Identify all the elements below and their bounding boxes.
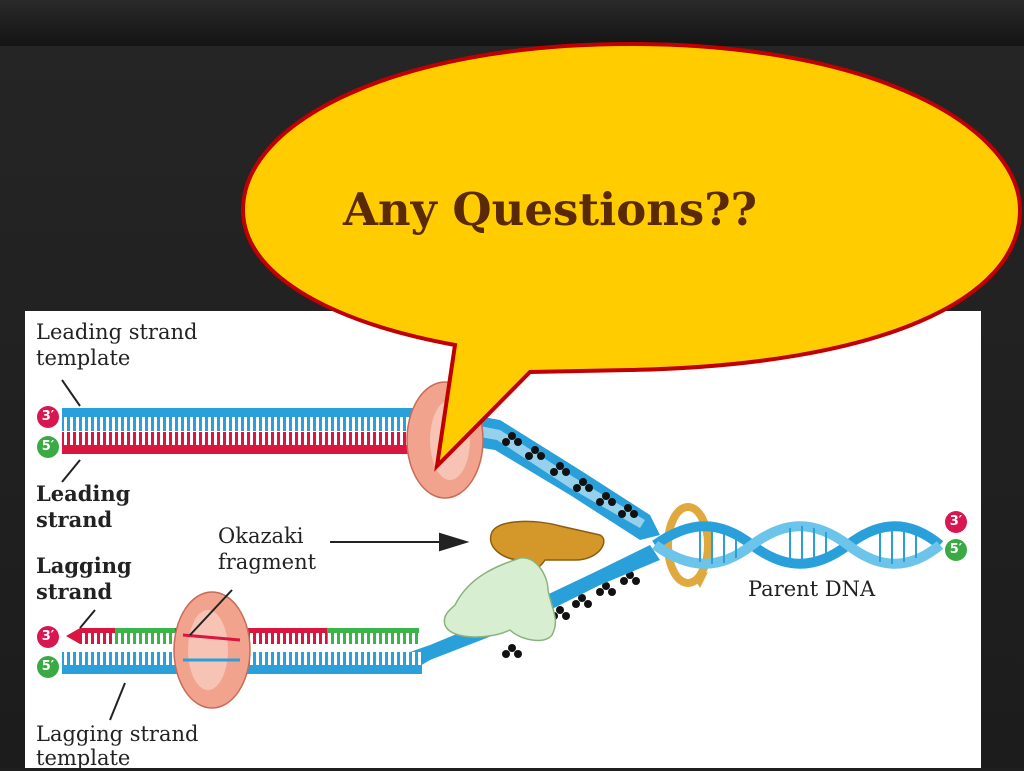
leading-strand: [62, 432, 432, 454]
speech-bubble: [240, 41, 1023, 472]
bubble-text: Any Questions??: [342, 183, 757, 236]
slide-top-band: [0, 0, 1024, 46]
leading-strand-label-line2: strand: [36, 507, 113, 532]
parent-dna-label: Parent DNA: [748, 577, 876, 601]
lagging-strand-label-line2: strand: [36, 579, 113, 604]
lagging-strand-label-line1: Lagging: [36, 553, 132, 578]
lagging-template-label-line1: Lagging strand: [36, 722, 199, 746]
top-5prime-badge: 5′: [37, 436, 59, 458]
leading-template-label-line2: template: [36, 346, 131, 370]
primase: [489, 520, 605, 571]
leading-strand-label-line1: Leading: [36, 481, 131, 506]
leading-strand-template: [62, 408, 432, 431]
ssb-proteins: [502, 432, 640, 658]
top-3prime-badge: 3′: [37, 406, 59, 428]
right-3prime-badge: 3′: [945, 511, 967, 533]
okazaki-label-line2: fragment: [218, 550, 317, 574]
parent-dna-helix: [652, 521, 944, 569]
leading-template-label-line1: Leading strand: [36, 320, 198, 344]
lagging-protein: [443, 557, 557, 642]
lagging-polymerase: [173, 591, 251, 709]
helicase: [664, 503, 712, 588]
right-5prime-badge: 5′: [945, 539, 967, 561]
bottom-3prime-badge: 3′: [37, 626, 59, 648]
leader-lines: [61, 379, 470, 721]
bottom-5prime-badge: 5′: [37, 656, 59, 678]
lagging-template-label-line2: template: [36, 746, 131, 770]
upper-fork-arm: [432, 408, 660, 540]
okazaki-label-line1: Okazaki: [218, 524, 304, 548]
